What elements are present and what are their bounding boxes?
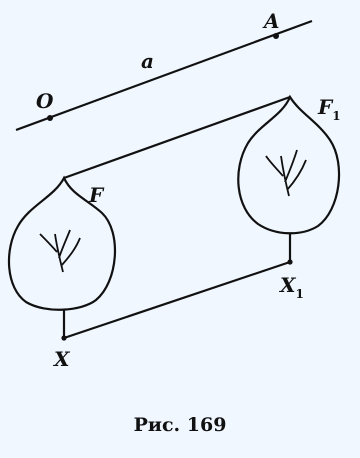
line-a (15, 19, 313, 132)
label-f1-main: F (317, 95, 334, 119)
label-o: O (36, 89, 54, 113)
label-x: X (52, 347, 71, 371)
leaf-vein-f1 (265, 149, 307, 197)
label-line-a: a (141, 49, 154, 73)
label-x1-main: X (278, 273, 297, 297)
leaf-outline-f1 (237, 94, 341, 235)
label-f: F (88, 183, 105, 207)
leaf-vein-f (39, 229, 81, 273)
label-f1-sub: 1 (332, 109, 340, 123)
label-f1: F1 (317, 95, 341, 123)
point-o (47, 115, 53, 121)
segment-x-x1 (63, 260, 291, 340)
point-a (273, 33, 279, 39)
leaf-figure-f (7, 175, 117, 338)
figure-caption: Рис. 169 (134, 414, 227, 436)
label-x1: X1 (278, 273, 304, 301)
leaf-figure-f1 (237, 94, 341, 262)
label-a-point: A (262, 9, 280, 33)
leaf-outline-f (7, 175, 117, 311)
point-x (61, 335, 67, 341)
label-x1-sub: 1 (296, 287, 304, 301)
segment-f-f1 (63, 95, 291, 180)
point-x1 (287, 259, 293, 265)
